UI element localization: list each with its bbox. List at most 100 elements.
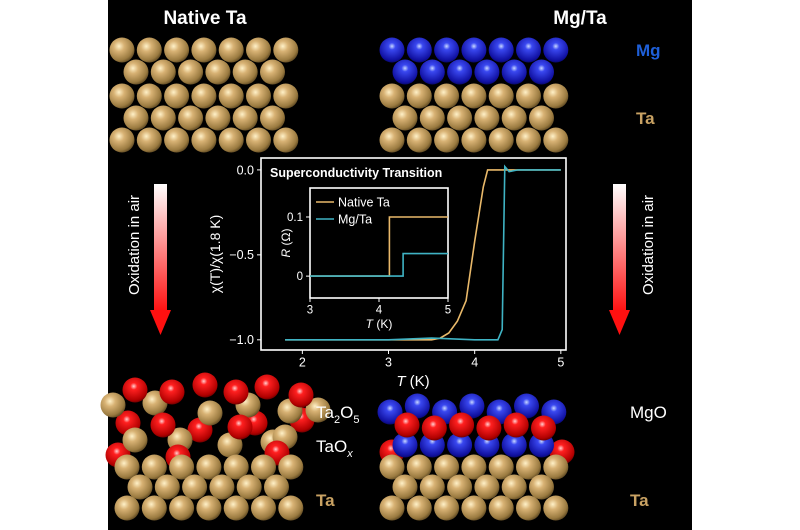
- ta-atom: [122, 427, 148, 453]
- mg-atom: [392, 59, 418, 85]
- inset-x-axis-label: T (K): [366, 317, 393, 331]
- ta-atom: [205, 59, 231, 85]
- ta-atom: [136, 37, 162, 63]
- ta-atom: [543, 454, 569, 480]
- o-atom: [254, 374, 280, 400]
- ta-atom: [434, 127, 460, 153]
- ta-atom: [488, 127, 514, 153]
- ta-label-bottom-right: Ta: [630, 491, 649, 510]
- ta-atom: [197, 400, 223, 426]
- o-atom: [288, 382, 314, 408]
- main-x-axis-label: T (K): [396, 373, 429, 390]
- inset-y-tick-label: 0.1: [287, 212, 303, 224]
- ta-atom: [273, 37, 299, 63]
- mg-ta-title: Mg/Ta: [553, 8, 607, 29]
- ta-atom: [246, 83, 271, 109]
- ta-atom: [406, 454, 432, 480]
- ta-atom: [392, 105, 418, 131]
- ta-atom: [278, 495, 304, 521]
- ta-atom: [209, 474, 235, 500]
- main-x-tick-label: 3: [385, 356, 392, 370]
- ta-atom: [141, 454, 167, 480]
- mg-atom: [392, 432, 418, 458]
- mg-atom: [516, 37, 541, 63]
- ta-atom: [434, 83, 460, 109]
- ta-atom: [246, 127, 271, 153]
- ta-atom: [406, 127, 432, 153]
- o-atom: [394, 412, 420, 438]
- ta-atom: [218, 37, 244, 63]
- ta-atom: [447, 105, 473, 131]
- ta-atom: [251, 454, 276, 480]
- ta-atom: [278, 454, 304, 480]
- ta-atom: [501, 105, 527, 131]
- ta-atom: [223, 495, 249, 521]
- mg-atom: [447, 432, 473, 458]
- atom-structures: [100, 37, 575, 521]
- main-y-tick-label: −1.0: [229, 333, 254, 347]
- ta-atom: [114, 495, 140, 521]
- chart-title: Superconductivity Transition: [270, 166, 442, 180]
- ta-atom: [109, 37, 135, 63]
- ta-atom: [543, 127, 569, 153]
- ta-atom: [461, 495, 487, 521]
- ta-atom: [273, 127, 299, 153]
- o-atom: [122, 377, 148, 403]
- ta-atom: [264, 474, 289, 500]
- main-x-tick-label: 2: [299, 356, 306, 370]
- ta-atom: [516, 127, 541, 153]
- oxidation-arrow-right: Oxidation in air: [609, 184, 657, 335]
- ta-atom: [529, 105, 554, 131]
- ta-atom: [461, 83, 487, 109]
- ta-atom: [379, 83, 405, 109]
- main-x-tick-label: 5: [557, 356, 564, 370]
- ta-atom: [260, 105, 285, 131]
- o-atom: [476, 415, 502, 441]
- mg-atom: [434, 37, 460, 63]
- mg-atom: [419, 59, 445, 85]
- mg-atom: [404, 393, 430, 419]
- ta-atom: [419, 474, 445, 500]
- ta-atom: [136, 127, 162, 153]
- ta-atom: [236, 474, 262, 500]
- ta-atom: [419, 105, 445, 131]
- ta-atom: [434, 495, 460, 521]
- ta-atom: [232, 59, 258, 85]
- ta-atom: [529, 474, 554, 500]
- o-atom: [159, 379, 185, 405]
- inset-x-tick-label: 5: [445, 305, 451, 317]
- native-ta-title: Native Ta: [163, 8, 247, 29]
- o-atom: [150, 412, 176, 438]
- ta-atom: [474, 474, 500, 500]
- ta-atom: [196, 454, 222, 480]
- ta-atom: [488, 495, 514, 521]
- o-atom: [223, 379, 249, 405]
- mg-atom: [514, 393, 539, 419]
- ta-atom: [543, 83, 569, 109]
- mg-atom: [377, 399, 403, 425]
- oxidation-label-right: Oxidation in air: [640, 195, 657, 295]
- ta-atom: [447, 474, 473, 500]
- ta-atom: [196, 495, 222, 521]
- mg-atom: [501, 59, 527, 85]
- main-series-mg-ta: [285, 164, 561, 341]
- ta-atom: [305, 397, 331, 423]
- ta-atom: [406, 495, 432, 521]
- mg-atom: [459, 393, 485, 419]
- ta-atom: [164, 127, 190, 153]
- inset-series-mg-ta: [310, 252, 448, 277]
- ta-atom: [191, 127, 217, 153]
- inset-x-tick-label: 3: [307, 305, 313, 317]
- ta-atom: [379, 495, 405, 521]
- ta-atom: [191, 37, 217, 63]
- oxidation-arrow-left: Oxidation in air: [126, 184, 171, 335]
- ta-atom: [461, 454, 487, 480]
- mg-atom: [488, 37, 514, 63]
- ta-atom: [273, 83, 299, 109]
- ta-atom: [488, 83, 514, 109]
- arrow-down-icon: [609, 310, 630, 335]
- ta-atom: [246, 37, 271, 63]
- ta-atom: [543, 495, 569, 521]
- ta-atom: [260, 59, 285, 85]
- ta-atom: [123, 59, 149, 85]
